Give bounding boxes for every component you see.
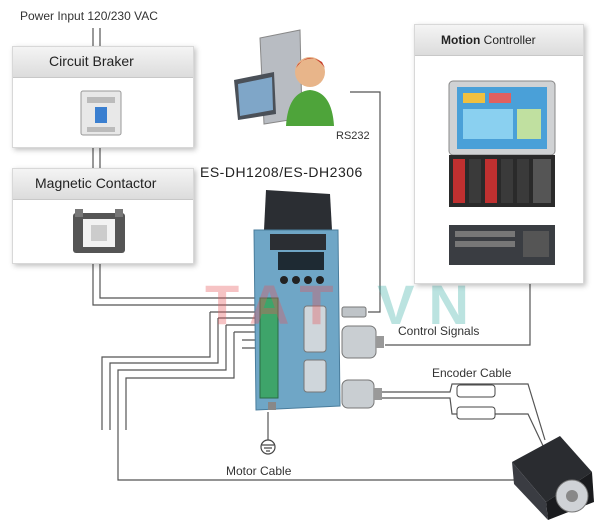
circuit-breaker-icon [79,87,123,139]
magnetic-contactor-panel: Magnetic Contactor [12,168,194,264]
circuit-breaker-header [13,47,193,78]
motion-controller-title-rest: Controller [480,33,536,47]
motion-controller-title: Motion Controller [441,33,536,47]
ferrite-core-upper [456,384,496,398]
control-signal-connector-icon [340,322,386,362]
contactor-icon [69,207,129,257]
motion-controller-panel: Motion Controller [414,24,584,284]
industrial-pc-icon [447,221,557,269]
power-input-label: Power Input 120/230 VAC [20,9,158,23]
circuit-breaker-title: Circuit Braker [49,53,134,69]
servo-drive [248,190,348,412]
motion-controller-title-bold: Motion [441,33,481,47]
computer-user-icon [230,28,350,138]
plc-rack-icon [447,153,557,209]
motor-cable-label: Motor Cable [226,464,292,478]
magnetic-contactor-title: Magnetic Contactor [35,175,157,191]
servo-motor-icon [508,432,598,522]
rs232-label: RS232 [336,130,370,142]
drive-model-label: ES-DH1208/ES-DH2306 [200,164,363,180]
ferrite-core-lower [456,406,496,420]
hmi-touchscreen-icon [447,79,557,157]
circuit-breaker-panel: Circuit Braker [12,46,194,148]
encoder-connector-icon [340,376,384,412]
control-signals-label: Control Signals [398,324,480,338]
motion-controller-header [415,25,583,56]
magnetic-contactor-header [13,169,193,200]
usb-connector-icon [340,302,370,322]
encoder-cable-label: Encoder Cable [432,366,512,380]
